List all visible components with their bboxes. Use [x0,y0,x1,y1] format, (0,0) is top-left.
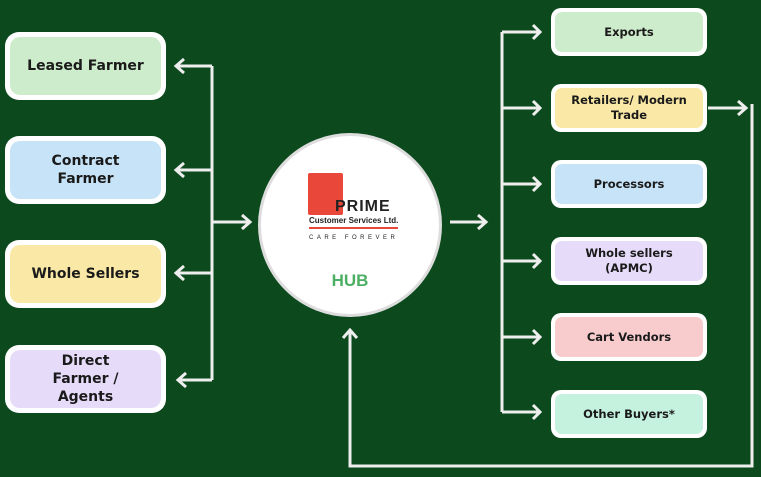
hub-label: HUB [331,271,369,290]
buyer-whole-sellers-apmc: Whole sellers (APMC) [551,237,707,285]
prime-logo: PRIME Customer Services Ltd. CARE FOREVE… [305,168,405,248]
logo-red-square [308,173,343,215]
source-direct-farmer: Direct Farmer / Agents [5,345,166,413]
logo-company: Customer Services Ltd. [309,216,399,229]
logo-brand: PRIME [335,198,391,215]
source-contract-farmer: Contract Farmer [5,136,166,204]
hub-circle: PRIME Customer Services Ltd. CARE FOREVE… [258,133,442,317]
buyer-cart-vendors: Cart Vendors [551,313,707,361]
buyer-other: Other Buyers* [551,390,707,438]
buyer-retailers: Retailers/ Modern Trade [551,84,707,132]
buyer-processors: Processors [551,160,707,208]
logo-tagline: CARE FOREVER [309,235,399,241]
source-whole-sellers: Whole Sellers [5,240,166,308]
buyer-exports: Exports [551,8,707,56]
source-leased-farmer: Leased Farmer [5,32,166,100]
